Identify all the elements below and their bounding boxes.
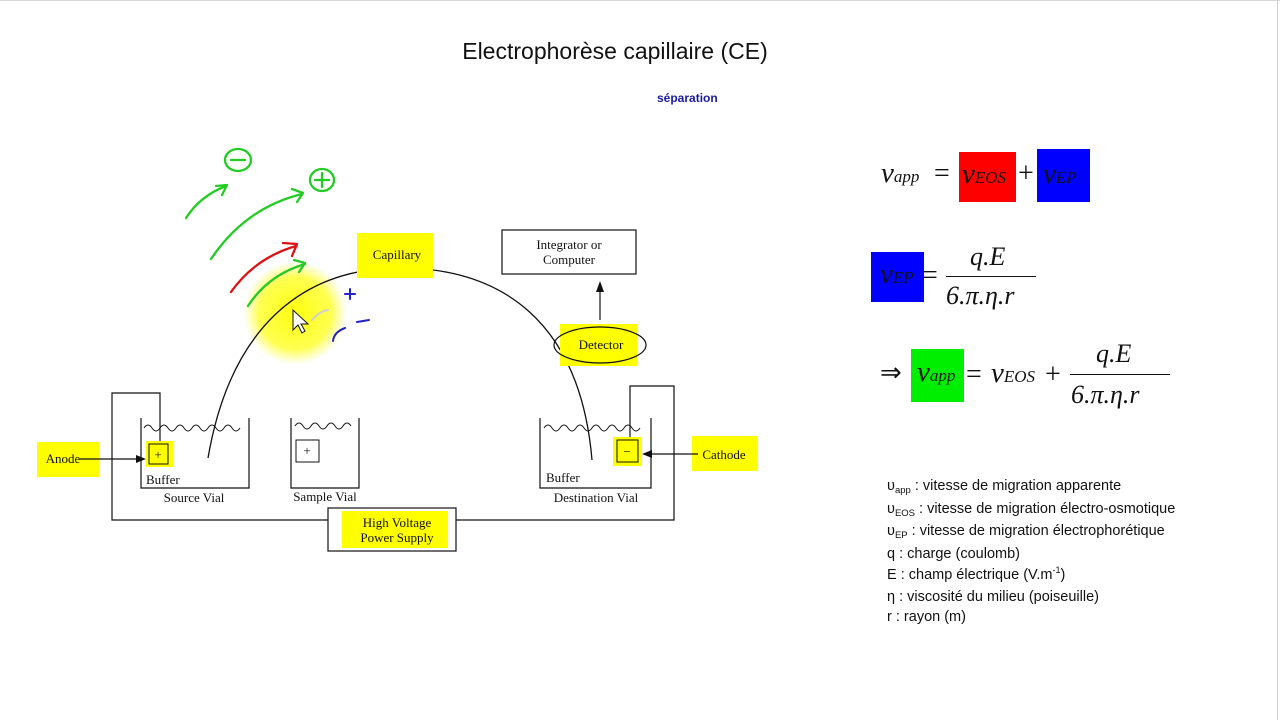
eq3-denominator: 6.π.η.r xyxy=(1071,380,1140,409)
eq2-fraction-bar xyxy=(946,276,1036,277)
destination-vial-label: Destination Vial xyxy=(554,490,639,505)
ink-green-arrow-3 xyxy=(246,262,307,308)
wire-left xyxy=(111,392,328,521)
eq1-plus: + xyxy=(1018,158,1034,189)
hv-label-line1: High Voltage xyxy=(363,515,432,530)
eq1-term-ep: vEP xyxy=(1043,158,1077,190)
ink-green-arrow-1 xyxy=(184,184,228,220)
hv-supply-highlight xyxy=(342,511,448,548)
eq2-denominator: 6.π.η.r xyxy=(946,281,1015,310)
buffer-right-label: Buffer xyxy=(546,470,580,485)
integrator-box xyxy=(501,229,637,275)
cathode-label-box xyxy=(692,436,758,471)
slide-title: Electrophorèse capillaire (CE) xyxy=(462,38,768,64)
hv-label-line2: Power Supply xyxy=(360,530,434,545)
ink-blue-arrow xyxy=(332,327,346,342)
eq2-lhs: vEP xyxy=(880,258,914,290)
legend-row-field: E : champ électrique (V.m-1) xyxy=(887,564,1066,583)
legend-row-viscosity: η : viscosité du milieu (poiseuille) xyxy=(887,588,1099,605)
integrator-label-line2: Computer xyxy=(543,252,596,267)
anode-plus-sign: + xyxy=(154,447,161,462)
detector-arrowhead xyxy=(596,281,604,292)
cathode-electrode xyxy=(616,439,639,463)
legend-row-vapp: υapp : vitesse de migration apparente xyxy=(887,478,1122,496)
eq3-equals: = xyxy=(966,359,982,390)
sample-surface xyxy=(294,422,352,430)
eq2-numerator: q.E xyxy=(970,242,1006,271)
cathode-minus-sign: − xyxy=(623,444,630,459)
eq2-equals: = xyxy=(922,260,938,291)
ink-minus-circle xyxy=(223,147,253,173)
ink-green-arrow-2 xyxy=(209,192,304,261)
legend-row-veos: υEOS : vitesse de migration électro-osmo… xyxy=(887,500,1176,519)
wire-right xyxy=(456,385,675,521)
destination-buffer-surface xyxy=(543,424,641,432)
capillary-label-box xyxy=(357,233,433,278)
source-buffer-surface xyxy=(143,424,241,432)
source-vial-label: Source Vial xyxy=(164,490,225,505)
cathode-label: Cathode xyxy=(702,447,746,462)
ink-plus-circle xyxy=(308,167,336,193)
eq3-implies: ⇒ xyxy=(880,358,902,387)
anode-electrode xyxy=(148,443,169,465)
ink-green-arrowhead-3 xyxy=(292,258,307,274)
ink-grey-arrow xyxy=(311,309,329,321)
right-border xyxy=(1277,0,1278,720)
detector-label: Detector xyxy=(579,337,624,352)
legend-row-vep: υEP : vitesse de migration électrophorét… xyxy=(887,523,1165,542)
eq1-equals: = xyxy=(934,158,950,189)
eq3-term-eos: vEOS xyxy=(991,357,1036,389)
legend-row-radius: r : rayon (m) xyxy=(887,609,966,626)
anode-label: Anode xyxy=(46,451,81,466)
buffer-left-label: Buffer xyxy=(146,472,180,487)
ep-highlight-box xyxy=(1037,149,1090,202)
sample-vial-body xyxy=(290,418,360,489)
slide-subtitle: séparation xyxy=(657,91,718,105)
cathode-arrowhead xyxy=(642,450,652,458)
variables-legend: υapp : vitesse de migration apparente υE… xyxy=(887,476,1175,628)
eq3-numerator: q.E xyxy=(1096,339,1132,368)
mouse-pointer-icon xyxy=(292,308,310,334)
cathode-electrode-highlight xyxy=(613,437,642,466)
anode-arrowhead xyxy=(136,455,146,463)
eq1-term-eos: vEOS xyxy=(962,158,1007,190)
ep2-highlight-box xyxy=(871,252,924,302)
app-highlight-box xyxy=(911,349,964,402)
ink-red-arrow xyxy=(229,244,298,294)
ink-green-arrowhead-1 xyxy=(214,183,229,197)
legend-row-charge: q : charge (coulomb) xyxy=(887,546,1020,563)
sample-vial-label: Sample Vial xyxy=(293,489,357,504)
integrator-label-line1: Integrator or xyxy=(536,237,602,252)
eq3-fraction-bar xyxy=(1070,374,1170,375)
eq1-lhs: vapp xyxy=(881,157,920,189)
detector-ellipse xyxy=(553,326,647,364)
eos-highlight-box xyxy=(959,152,1016,202)
eq3-plus: + xyxy=(1045,359,1061,390)
ink-annotations xyxy=(184,147,370,342)
ink-red-arrowhead xyxy=(281,241,299,258)
source-vial-body xyxy=(140,418,250,489)
sample-plus-sign: + xyxy=(303,443,310,458)
ink-green-arrowhead-2 xyxy=(290,187,305,204)
top-border xyxy=(0,0,1280,1)
capillary-label: Capillary xyxy=(373,247,422,262)
ink-blue-minus xyxy=(356,319,370,323)
eq3-lhs: vapp xyxy=(917,356,956,388)
sample-electrode xyxy=(295,439,320,463)
